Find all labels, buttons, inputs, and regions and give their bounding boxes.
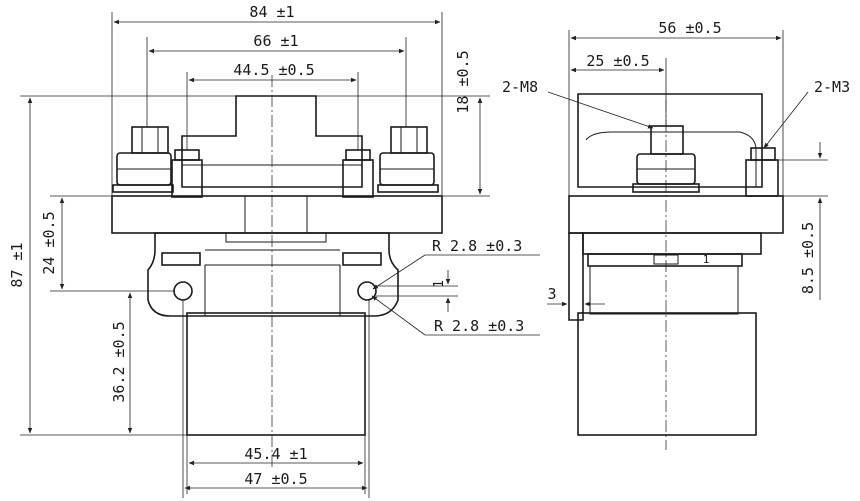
dim-height-coil: 36.2 ±0.5	[110, 321, 128, 402]
front-top-cap	[181, 95, 363, 188]
front-aux-terminal-right	[342, 149, 374, 198]
front-dimensions: 84 ±1 66 ±1 44.5 ±0.5 18 ±0.5 87 ±1 24 ±…	[8, 3, 540, 498]
side-flange-top	[582, 232, 762, 255]
dim-side-depth: 56 ±0.5	[658, 19, 721, 37]
front-main-terminal-left	[112, 126, 174, 193]
dim-height-top: 18 ±0.5	[454, 50, 472, 113]
dim-side-aux-height: 8.5 ±0.5	[799, 222, 817, 294]
dim-coil-width: 45.4 ±1	[244, 445, 307, 463]
side-dimensions: 56 ±0.5 25 ±0.5 2-M8 2-M3 8.5 ±0.5 3	[502, 19, 850, 307]
dim-width-terminals: 66 ±1	[253, 32, 298, 50]
dim-width-aux: 44.5 ±0.5	[233, 61, 314, 79]
side-main-terminal	[632, 125, 700, 193]
label-aux-thread: 2-M3	[814, 78, 850, 96]
dim-hole-small: 1	[432, 280, 447, 288]
dim-height-total: 87 ±1	[8, 242, 26, 287]
dim-side-terminal-offset: 25 ±0.5	[586, 52, 649, 70]
dim-width-overall: 84 ±1	[249, 3, 294, 21]
side-mark: 1	[703, 253, 710, 266]
side-bracket	[568, 232, 584, 321]
front-main-terminal-right	[377, 126, 439, 193]
dim-coil-outer-width: 47 ±0.5	[244, 470, 307, 488]
dim-bracket-thickness: 3	[547, 285, 556, 303]
front-view	[111, 75, 443, 470]
side-base-plate	[568, 195, 784, 234]
label-main-thread: 2-M8	[502, 78, 538, 96]
front-mount-hole-right	[357, 281, 377, 301]
front-coil-body	[186, 312, 366, 436]
front-aux-terminal-left	[171, 149, 203, 198]
side-view: 1	[568, 93, 784, 450]
dim-radius-lower: R 2.8 ±0.3	[434, 317, 524, 335]
front-flange	[147, 232, 399, 317]
front-base-plate	[111, 195, 443, 234]
dim-radius-upper: R 2.8 ±0.3	[432, 237, 522, 255]
dim-height-flange: 24 ±0.5	[40, 211, 58, 274]
side-coil-body	[577, 312, 757, 436]
front-mount-hole-left	[173, 281, 193, 301]
side-top-housing	[577, 93, 763, 188]
